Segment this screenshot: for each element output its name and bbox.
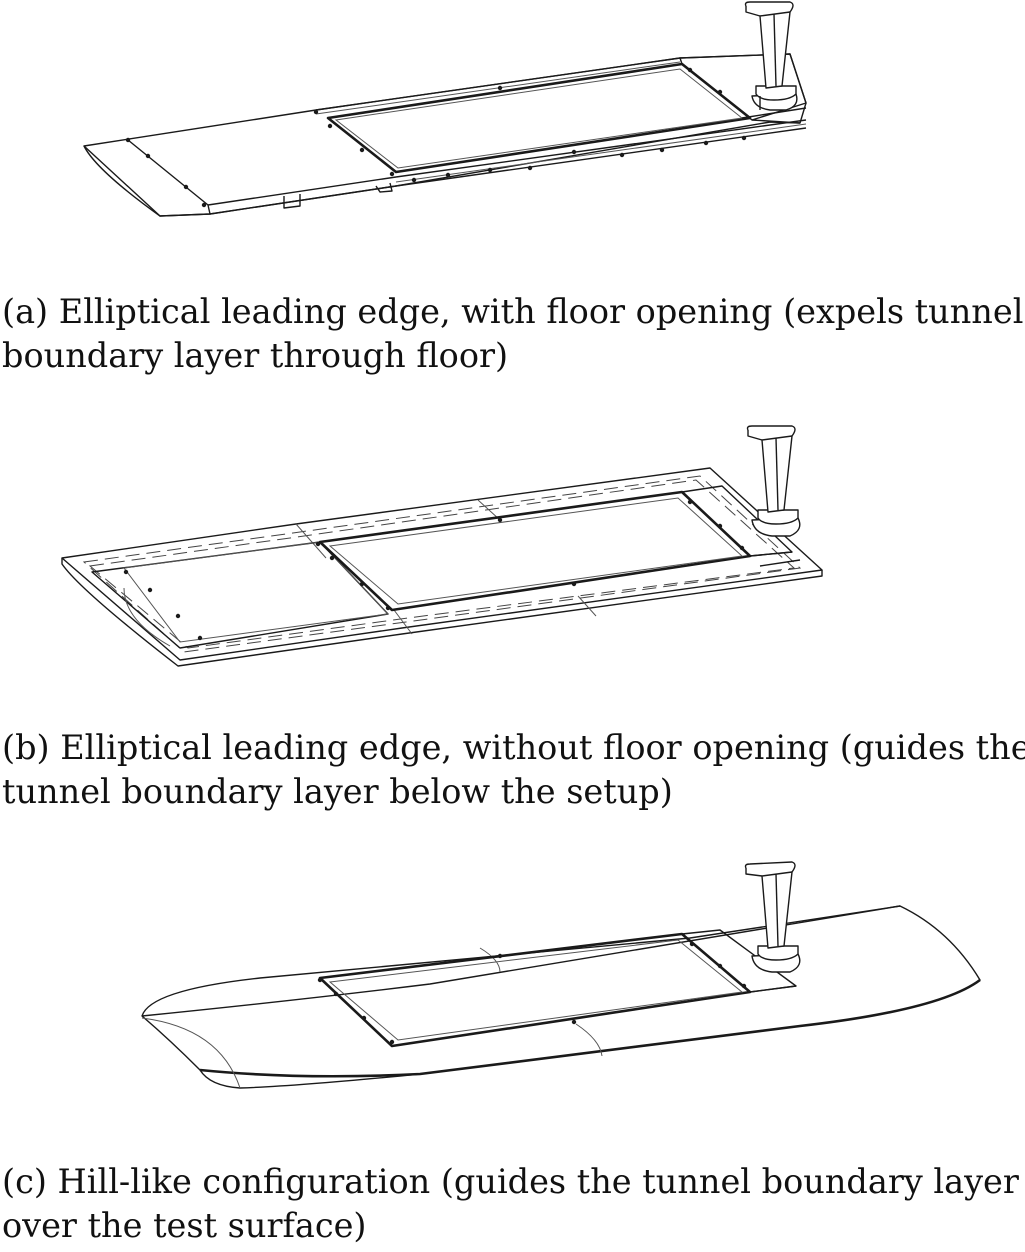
figure-c-drawing [0,860,1025,1100]
figure-b-drawing [0,420,1025,680]
figure-b-caption: (b) Elliptical leading edge, without flo… [2,726,1025,814]
figure-a-caption-line1: (a) Elliptical leading edge, with floor … [2,292,1024,331]
figure-c-bolts [317,941,747,1045]
figure-b-caption-line2: tunnel boundary layer below the setup) [2,772,673,811]
figure-a-bolts [125,67,747,208]
figure-b: (b) Elliptical leading edge, without flo… [0,400,1025,830]
figure-a: (a) Elliptical leading edge, with floor … [0,0,1025,400]
figure-a-caption-line2: boundary layer through floor) [2,336,509,375]
figure-a-svg [83,1,807,217]
figure-b-svg [61,425,823,667]
figure-c-caption-line1: (c) Hill-like configuration (guides the … [2,1162,1019,1201]
figure-b-bolts [123,499,745,641]
figure-c-caption-line2: over the test surface) [2,1206,367,1245]
figure-b-caption-line1: (b) Elliptical leading edge, without flo… [2,728,1025,767]
figure-a-drawing [0,0,1025,240]
figure-c: (c) Hill-like configuration (guides the … [0,830,1025,1252]
figure-c-svg [141,861,981,1089]
figure-a-caption: (a) Elliptical leading edge, with floor … [2,290,1025,378]
figure-c-caption: (c) Hill-like configuration (guides the … [2,1160,1025,1248]
